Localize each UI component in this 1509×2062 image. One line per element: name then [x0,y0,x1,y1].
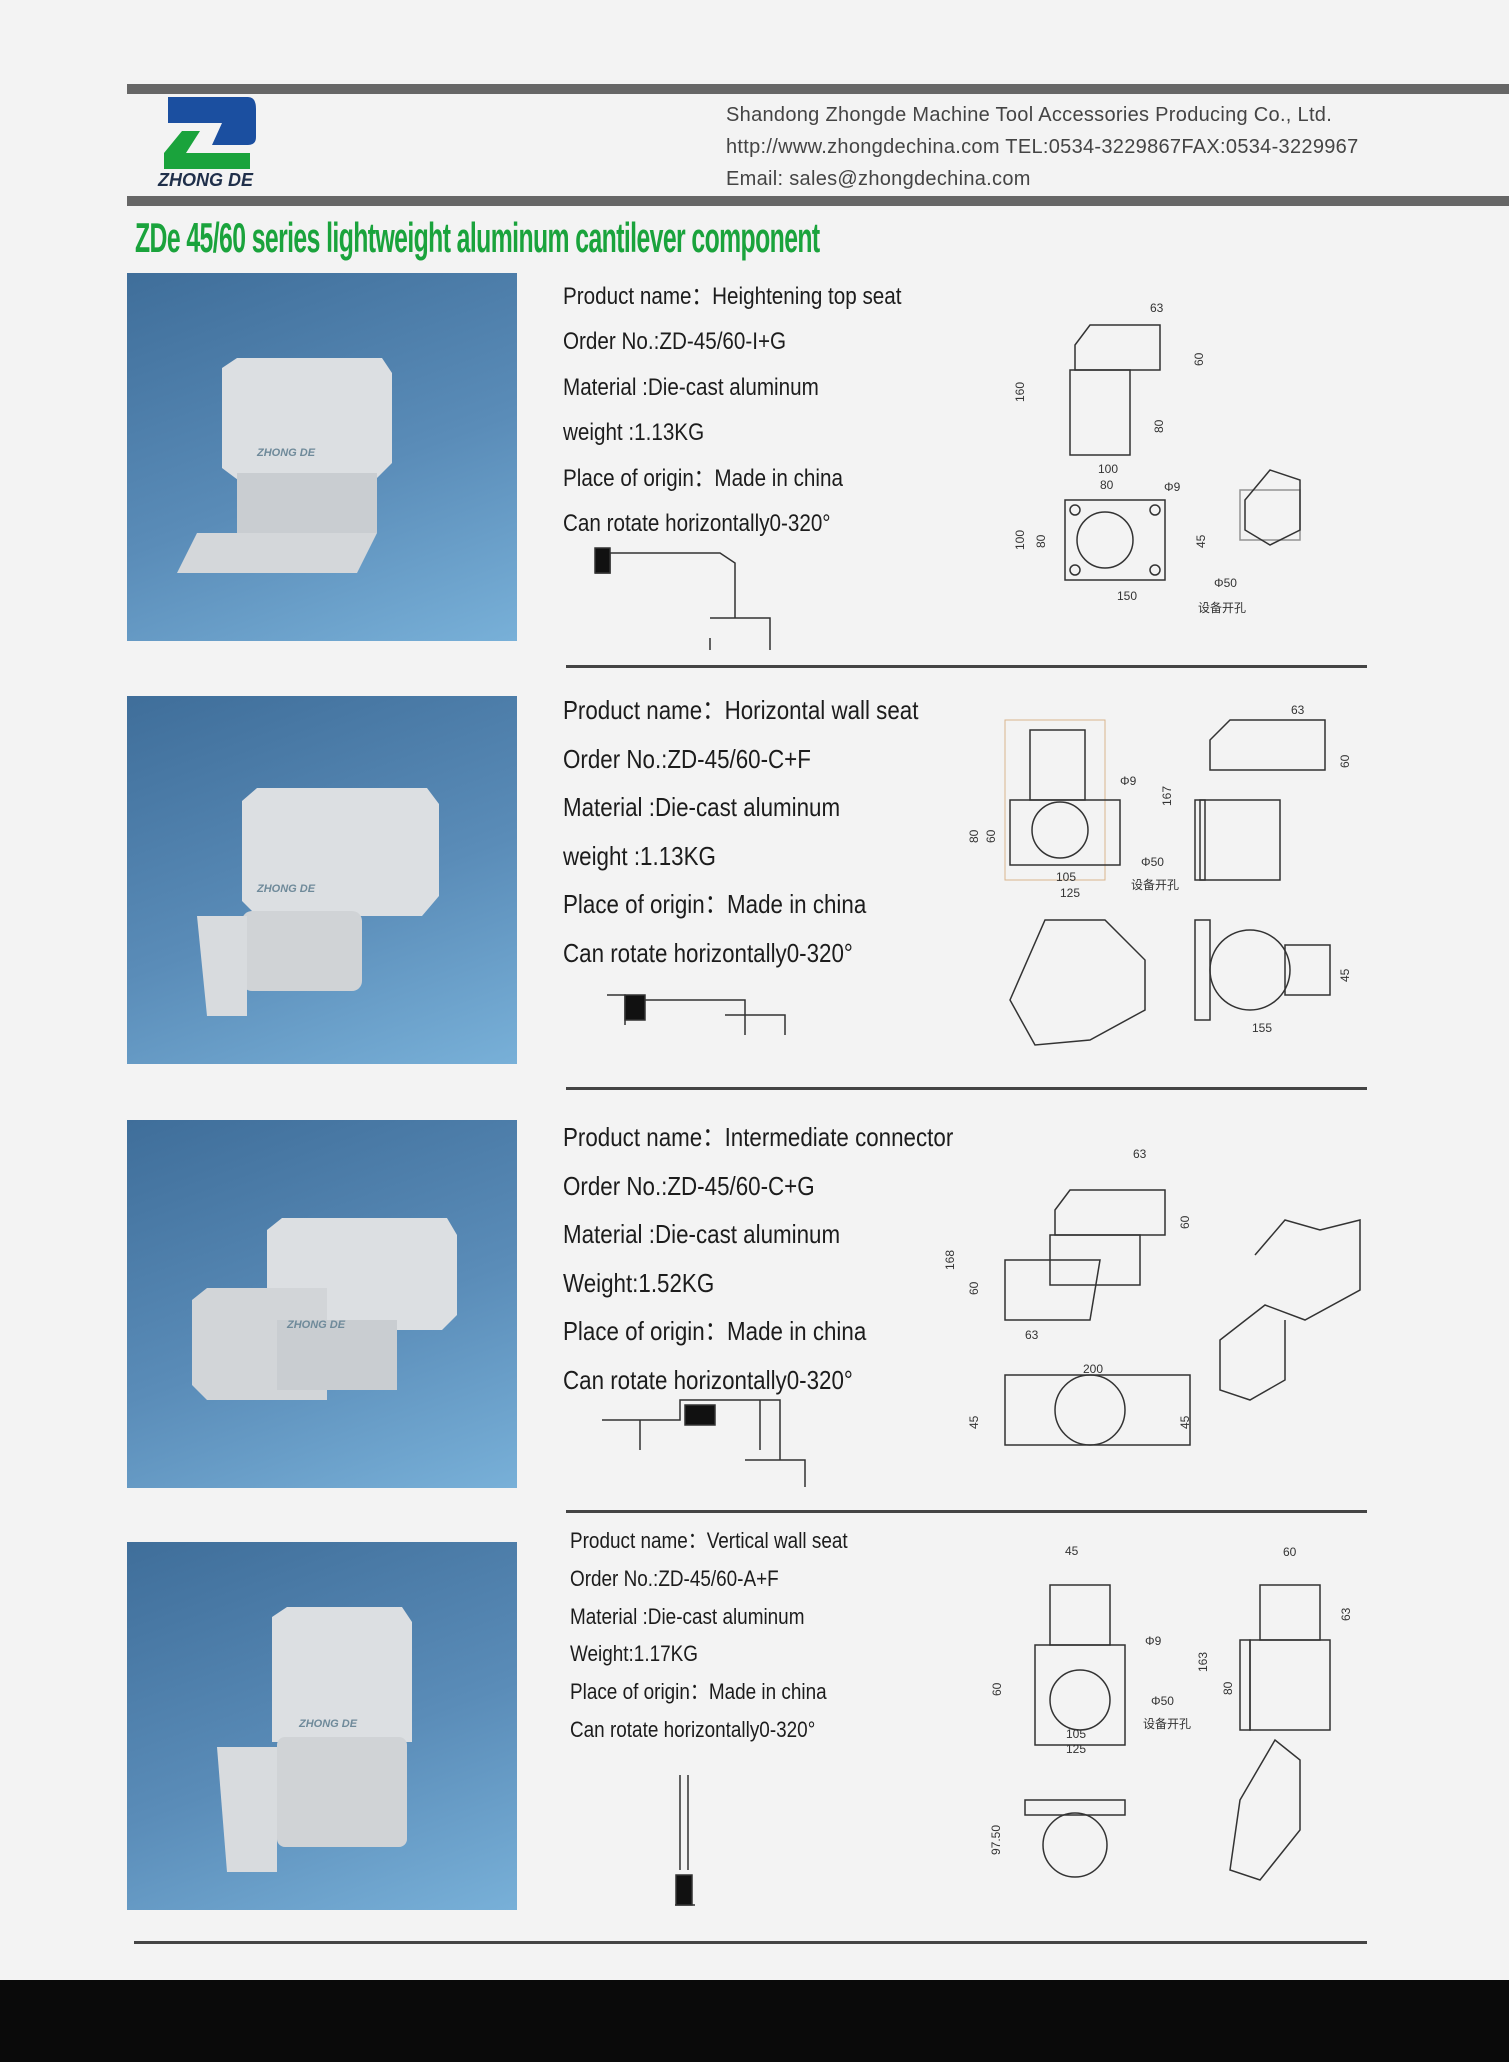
product-photo-4: ZHONG DE [127,1542,517,1910]
dimension-label: 167 [1160,785,1174,806]
dimension-label: 60 [1178,1215,1192,1229]
weight: weight :1.13KG [563,840,716,871]
dimension-label: 45 [1065,1544,1079,1558]
row-divider [566,1510,1367,1513]
dimension-label: 100 [1013,529,1027,550]
dimension-label: 45 [1338,968,1352,982]
dimension-label: 60 [984,829,998,843]
weight: Weight:1.17KG [570,1641,698,1667]
dimension-label: 60 [1283,1545,1297,1559]
dimension-label: 63 [1025,1328,1039,1342]
dimension-label: 105 [1056,870,1077,884]
dimension-label: 63 [1150,301,1164,315]
dimension-label: Φ9 [1164,480,1181,494]
dimension-label: 60 [1338,754,1352,768]
rotation: Can rotate horizontally0-320° [563,510,831,538]
photo-watermark: ZHONG DE [298,1718,358,1730]
dimension-label: 80 [1221,1681,1235,1695]
dimension-label: 60 [990,1682,1004,1696]
row-divider [566,1087,1367,1090]
header-bottom-bar [127,196,1509,206]
dimension-label: 155 [1252,1021,1273,1035]
photo-watermark: ZHONG DE [286,1319,346,1331]
product-specs-1: Product name：Heightening top seat Order … [563,274,957,546]
dimension-label: 200 [1083,1362,1104,1376]
product-photo-3: ZHONG DE [127,1120,517,1488]
dimension-label: 63 [1339,1607,1353,1621]
rotation: Can rotate horizontally0-320° [563,1364,853,1395]
dimension-label: 45 [967,1415,981,1429]
dimension-label: 150 [1117,589,1138,603]
dimension-label: 63 [1133,1147,1147,1161]
dimension-label: 125 [1066,1742,1087,1756]
material: Material :Die-cast aluminum [570,1603,805,1629]
technical-drawings [594,324,1361,1906]
product-photo-2: ZHONG DE [127,696,517,1064]
product-specs-3: Product name：Intermediate connector Orde… [563,1113,1017,1405]
product-specs-4: Product name：Vertical wall seat Order No… [570,1522,893,1749]
weight: Weight:1.52KG [563,1267,715,1298]
product-specs-2: Product name：Horizontal wall seat Order … [563,686,976,978]
page-title: ZDe 45/60 series lightweight aluminum ca… [135,214,820,261]
photo-watermark: ZHONG DE [256,447,316,459]
material: Material :Die-cast aluminum [563,1219,841,1250]
company-logo [164,97,256,169]
dimension-label: Φ50 [1141,855,1164,869]
order-number: Order No.:ZD-45/60-A+F [570,1565,779,1591]
order-number: Order No.:ZD-45/60-I+G [563,328,787,356]
dimension-label: 168 [943,1249,957,1270]
material: Material :Die-cast aluminum [563,792,841,823]
product-photo-1: ZHONG DE [127,273,517,641]
dimension-label: 80 [1152,419,1166,433]
product-name: Product name：Horizontal wall seat [563,695,919,725]
header-top-bar [127,84,1509,94]
page-footer-band [0,1980,1509,2062]
logo-text: ZHONG DE [158,170,254,190]
row-divider [566,665,1367,668]
dimension-label: 97.50 [989,1824,1003,1855]
material: Material :Die-cast aluminum [563,373,819,401]
origin: Place of origin：Made in china [570,1679,827,1705]
product-name: Product name：Intermediate connector [563,1122,954,1152]
dimension-label: Φ50 [1151,1694,1174,1708]
dimension-label: 设备开孔 [1143,1717,1192,1731]
dimension-label: 60 [1192,352,1206,366]
dimension-label: 100 [1098,462,1119,476]
dimension-label: 45 [1194,534,1208,548]
dimension-label: 设备开孔 [1131,878,1180,892]
product-name: Product name：Vertical wall seat [570,1528,848,1553]
dimension-label: 设备开孔 [1198,601,1247,615]
order-number: Order No.:ZD-45/60-C+F [563,743,811,774]
dimension-label: 80 [1034,534,1048,548]
product-name: Product name：Heightening top seat [563,283,902,310]
rotation: Can rotate horizontally0-320° [570,1716,816,1742]
dimension-label: 160 [1013,381,1027,402]
company-contact[interactable]: http://www.zhongdechina.com TEL:0534-322… [726,136,1359,158]
bottom-divider [134,1941,1367,1944]
dimension-label: 80 [967,829,981,843]
dimension-label: 163 [1196,1651,1210,1672]
dimension-label: 45 [1178,1415,1192,1429]
dimension-label: 125 [1060,886,1081,900]
dimension-label: Φ9 [1120,774,1137,788]
rotation: Can rotate horizontally0-320° [563,937,853,968]
dimension-label: 60 [967,1281,981,1295]
origin: Place of origin：Made in china [563,1316,867,1347]
photo-watermark: ZHONG DE [256,883,316,895]
dimension-label: Φ9 [1145,1634,1162,1648]
dimension-label: 63 [1291,703,1305,717]
order-number: Order No.:ZD-45/60-C+G [563,1170,815,1201]
company-name: Shandong Zhongde Machine Tool Accessorie… [726,104,1333,126]
origin: Place of origin：Made in china [563,889,867,920]
dimension-label: 80 [1100,478,1114,492]
company-email[interactable]: Email: sales@zhongdechina.com [726,168,1031,190]
dimension-label: Φ50 [1214,576,1237,590]
origin: Place of origin：Made in china [563,464,843,492]
weight: weight :1.13KG [563,419,705,447]
dimension-label: 105 [1066,1727,1087,1741]
